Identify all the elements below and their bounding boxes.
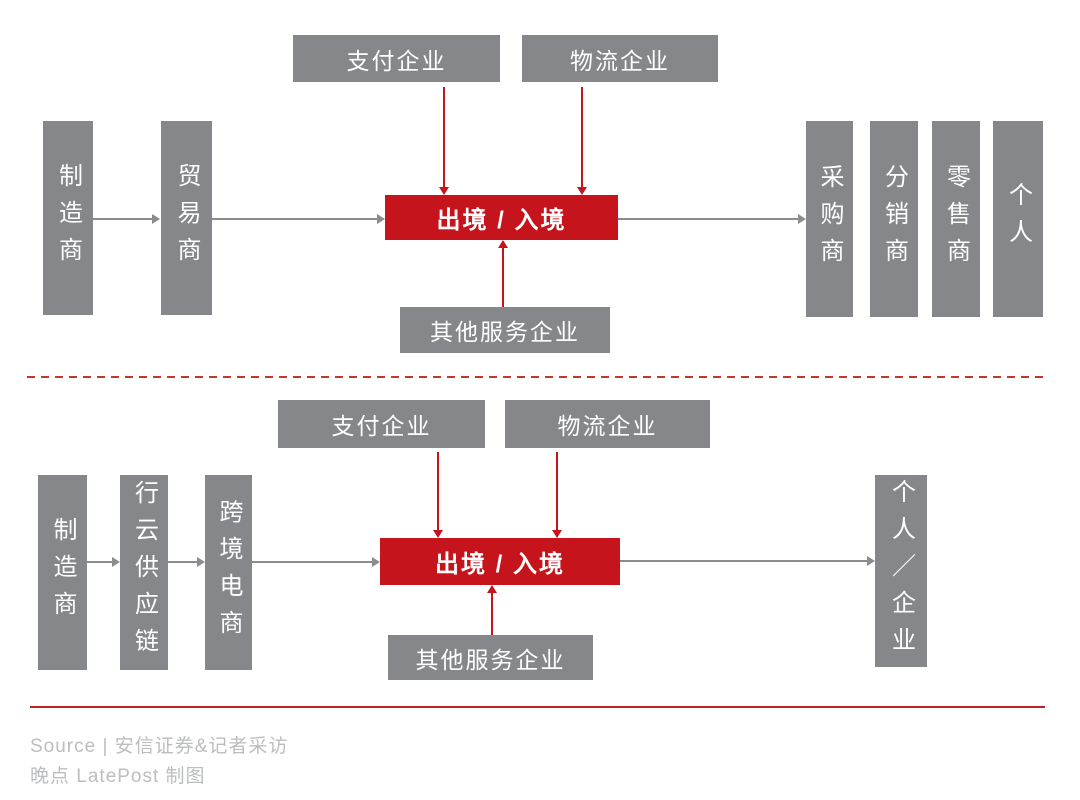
arrow-crossborder-to-border bbox=[252, 557, 380, 567]
arrow-trader-to-border bbox=[212, 214, 385, 224]
bottom-xingyun-supply-chain-box: 行云供应链 bbox=[120, 475, 168, 670]
bottom-logistics-company-label: 物流企业 bbox=[557, 413, 658, 439]
arrow-head-icon bbox=[197, 557, 205, 567]
bottom-individual-enterprise-box: 个人／企业 bbox=[875, 475, 927, 667]
arrow-head-icon bbox=[112, 557, 120, 567]
bottom-other-services-label: 其他服务企业 bbox=[415, 646, 566, 673]
bottom-xingyun-supply-chain-label: 行云供应链 bbox=[130, 480, 158, 665]
bottom-other-services-box: 其他服务企业 bbox=[388, 635, 593, 680]
top-distributor-box: 分销商 bbox=[870, 121, 918, 317]
bottom-manufacturer-label: 制造商 bbox=[49, 517, 76, 628]
top-trader-label: 贸易商 bbox=[173, 162, 200, 274]
top-distributor-label: 分销商 bbox=[880, 163, 908, 275]
top-individual-box: 个人 bbox=[993, 121, 1043, 317]
top-border-crossing-box: 出境 / 入境 bbox=[385, 195, 618, 240]
top-border-crossing-label: 出境 / 入境 bbox=[436, 207, 567, 234]
bottom-manufacturer-box: 制造商 bbox=[38, 475, 87, 670]
arrow-head-icon bbox=[867, 556, 875, 566]
top-individual-label: 个人 bbox=[1004, 182, 1032, 256]
arrow-manufacturer-to-xingyun bbox=[87, 557, 120, 567]
arrow-head-icon bbox=[552, 530, 562, 538]
arrow-head-icon bbox=[798, 214, 806, 224]
arrow-xingyun-to-crossborder bbox=[168, 557, 205, 567]
top-purchaser-label: 采购商 bbox=[816, 163, 843, 275]
top-trader-box: 贸易商 bbox=[161, 121, 212, 315]
arrow-other-services-to-border-bottom bbox=[487, 585, 497, 635]
arrow-head-icon bbox=[372, 557, 380, 567]
arrow-manufacturer-to-trader bbox=[93, 214, 160, 224]
bottom-cross-border-ecommerce-box: 跨境电商 bbox=[205, 475, 252, 670]
top-payment-company-box: 支付企业 bbox=[293, 35, 500, 82]
top-retailer-label: 零售商 bbox=[942, 163, 970, 275]
arrow-head-icon bbox=[377, 214, 385, 224]
arrow-border-to-purchaser bbox=[618, 214, 806, 224]
bottom-border-crossing-box: 出境 / 入境 bbox=[380, 538, 620, 585]
top-manufacturer-box: 制造商 bbox=[43, 121, 93, 315]
arrow-head-icon bbox=[487, 585, 497, 593]
top-purchaser-box: 采购商 bbox=[806, 121, 853, 317]
top-other-services-label: 其他服务企业 bbox=[430, 319, 580, 345]
arrow-head-icon bbox=[577, 187, 587, 195]
top-logistics-company-label: 物流企业 bbox=[570, 47, 670, 74]
top-logistics-company-box: 物流企业 bbox=[522, 35, 718, 82]
arrow-head-icon bbox=[152, 214, 160, 224]
top-retailer-box: 零售商 bbox=[932, 121, 980, 317]
arrow-head-icon bbox=[433, 530, 443, 538]
bottom-logistics-company-box: 物流企业 bbox=[505, 400, 710, 448]
arrow-head-icon bbox=[439, 187, 449, 195]
bottom-individual-enterprise-label: 个人／企业 bbox=[887, 478, 915, 664]
bottom-payment-company-box: 支付企业 bbox=[278, 400, 485, 448]
top-other-services-box: 其他服务企业 bbox=[400, 307, 610, 353]
arrow-logistics-to-border-top bbox=[577, 87, 587, 195]
bottom-payment-company-label: 支付企业 bbox=[331, 413, 432, 439]
footer-credit-line: 晚点 LatePost 制图 bbox=[30, 766, 206, 787]
footer-source-line: Source | 安信证券&记者采访 bbox=[30, 736, 289, 757]
arrow-payment-to-border-top bbox=[439, 87, 449, 195]
arrow-logistics-to-border-bottom bbox=[552, 452, 562, 538]
top-payment-company-label: 支付企业 bbox=[346, 47, 447, 74]
arrow-border-to-individual-enterprise bbox=[620, 556, 875, 566]
dashed-separator-line bbox=[27, 376, 1047, 378]
arrow-other-services-to-border-top bbox=[498, 240, 508, 307]
arrow-head-icon bbox=[498, 240, 508, 248]
footer-divider-line bbox=[30, 706, 1045, 708]
top-manufacturer-label: 制造商 bbox=[54, 162, 82, 274]
bottom-cross-border-ecommerce-label: 跨境电商 bbox=[215, 498, 242, 647]
bottom-border-crossing-label: 出境 / 入境 bbox=[434, 551, 565, 578]
arrow-payment-to-border-bottom bbox=[433, 452, 443, 538]
